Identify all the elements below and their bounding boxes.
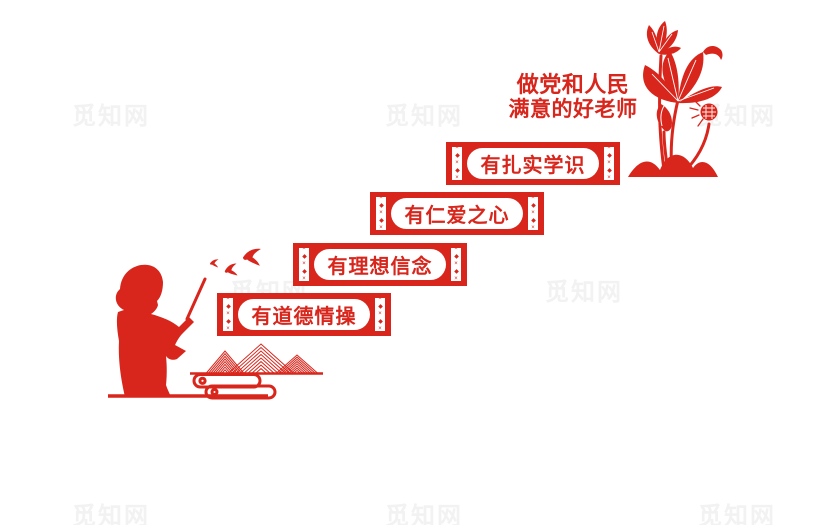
lattice-pattern-icon: ×◆×◆× — [376, 197, 386, 230]
step-label: 有仁爱之心 — [391, 198, 523, 229]
step-banner-moral-sentiment: ×◆×◆× 有道德情操 ×◆×◆× — [217, 293, 391, 336]
lattice-pattern-icon: ×◆×◆× — [299, 248, 309, 281]
swallow-birds-icon — [210, 248, 261, 276]
lattice-pattern-icon: ×◆×◆× — [528, 197, 538, 230]
watermark: 觅知网 — [72, 103, 150, 130]
lattice-pattern-icon: ×◆×◆× — [604, 147, 614, 180]
watermark: 觅知网 — [545, 279, 623, 306]
slogan-line-1: 做党和人民 — [516, 72, 630, 97]
step-banner-solid-knowledge: ×◆×◆× 有扎实学识 ×◆×◆× — [446, 142, 620, 185]
pointer-stick-icon — [185, 277, 207, 321]
slogan-line-2: 满意的好老师 — [508, 97, 638, 121]
step-banner-ideals-beliefs: ×◆×◆× 有理想信念 ×◆×◆× — [293, 243, 467, 286]
lattice-pattern-icon: ×◆×◆× — [451, 248, 461, 281]
teacher-silhouette-icon — [115, 264, 207, 397]
lotus-flower-icon — [628, 21, 723, 177]
lattice-pattern-icon: ×◆×◆× — [452, 147, 462, 180]
lotus-mound-icon — [628, 154, 718, 177]
step-label: 有理想信念 — [314, 249, 446, 280]
step-label: 有扎实学识 — [467, 148, 599, 179]
auspicious-cloud-icon — [192, 373, 277, 400]
step-label: 有道德情操 — [238, 299, 370, 330]
mountain-lines-icon — [190, 343, 323, 375]
watermark: 觅知网 — [72, 503, 150, 525]
slogan-title: 做党和人民 满意的好老师 — [498, 72, 648, 123]
step-banner-benevolent-heart: ×◆×◆× 有仁爱之心 ×◆×◆× — [370, 192, 544, 235]
lattice-pattern-icon: ×◆×◆× — [223, 298, 233, 331]
watermark: 觅知网 — [698, 503, 776, 525]
watermark: 觅知网 — [385, 103, 463, 130]
lattice-pattern-icon: ×◆×◆× — [375, 298, 385, 331]
watermark: 觅知网 — [385, 503, 463, 525]
